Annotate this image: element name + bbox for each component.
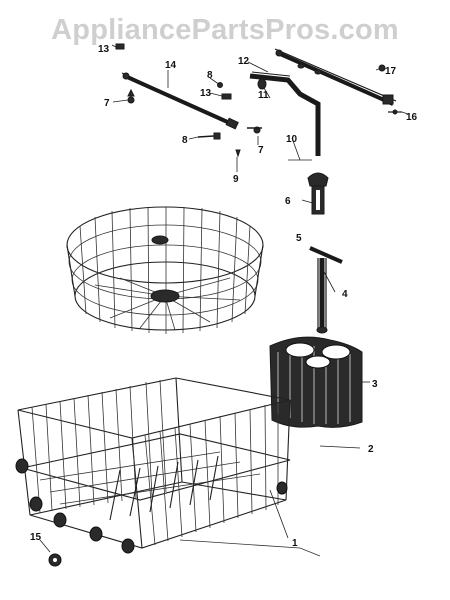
callout-6: 6 bbox=[285, 196, 291, 207]
clip-8-left bbox=[213, 132, 221, 140]
callout-8-mid: 8 bbox=[207, 70, 213, 81]
callout-16: 16 bbox=[406, 112, 418, 123]
callout-9: 9 bbox=[233, 174, 239, 185]
callout-13-top: 13 bbox=[98, 44, 110, 55]
callout-13-mid: 13 bbox=[200, 88, 212, 99]
rack-wheel-15 bbox=[48, 553, 62, 567]
callout-labels: 13 14 7 8 13 8 7 9 12 11 10 17 16 6 5 4 … bbox=[30, 44, 418, 549]
stop-9 bbox=[235, 149, 241, 158]
upper-spray-tube bbox=[249, 63, 322, 156]
clip-13-mid bbox=[221, 93, 232, 100]
silverware-basket bbox=[269, 336, 363, 428]
upper-round-rack bbox=[66, 206, 264, 334]
callout-17: 17 bbox=[385, 66, 397, 77]
upper-rack-track-right bbox=[274, 48, 397, 106]
site-watermark: AppliancePartsPros.com bbox=[51, 14, 399, 46]
callout-12: 12 bbox=[238, 56, 250, 67]
screw-7-left bbox=[127, 96, 135, 104]
rack-wheels bbox=[15, 458, 288, 554]
callout-1: 1 bbox=[292, 538, 298, 549]
clip-13-top bbox=[115, 43, 125, 50]
callout-15: 15 bbox=[30, 532, 42, 543]
upper-rack-track-left bbox=[121, 72, 239, 130]
lower-dish-rack bbox=[15, 377, 321, 557]
spray-nozzle bbox=[307, 172, 329, 215]
callout-14: 14 bbox=[165, 60, 177, 71]
callout-7-right: 7 bbox=[258, 145, 264, 156]
callout-2: 2 bbox=[368, 444, 374, 455]
callout-8-left: 8 bbox=[182, 135, 188, 146]
callout-11: 11 bbox=[258, 90, 269, 101]
callout-3: 3 bbox=[372, 379, 378, 390]
callout-4: 4 bbox=[342, 289, 348, 300]
callout-10: 10 bbox=[286, 134, 298, 145]
callout-7-left: 7 bbox=[104, 98, 110, 109]
basket-handle bbox=[309, 246, 343, 334]
callout-5: 5 bbox=[296, 233, 302, 244]
